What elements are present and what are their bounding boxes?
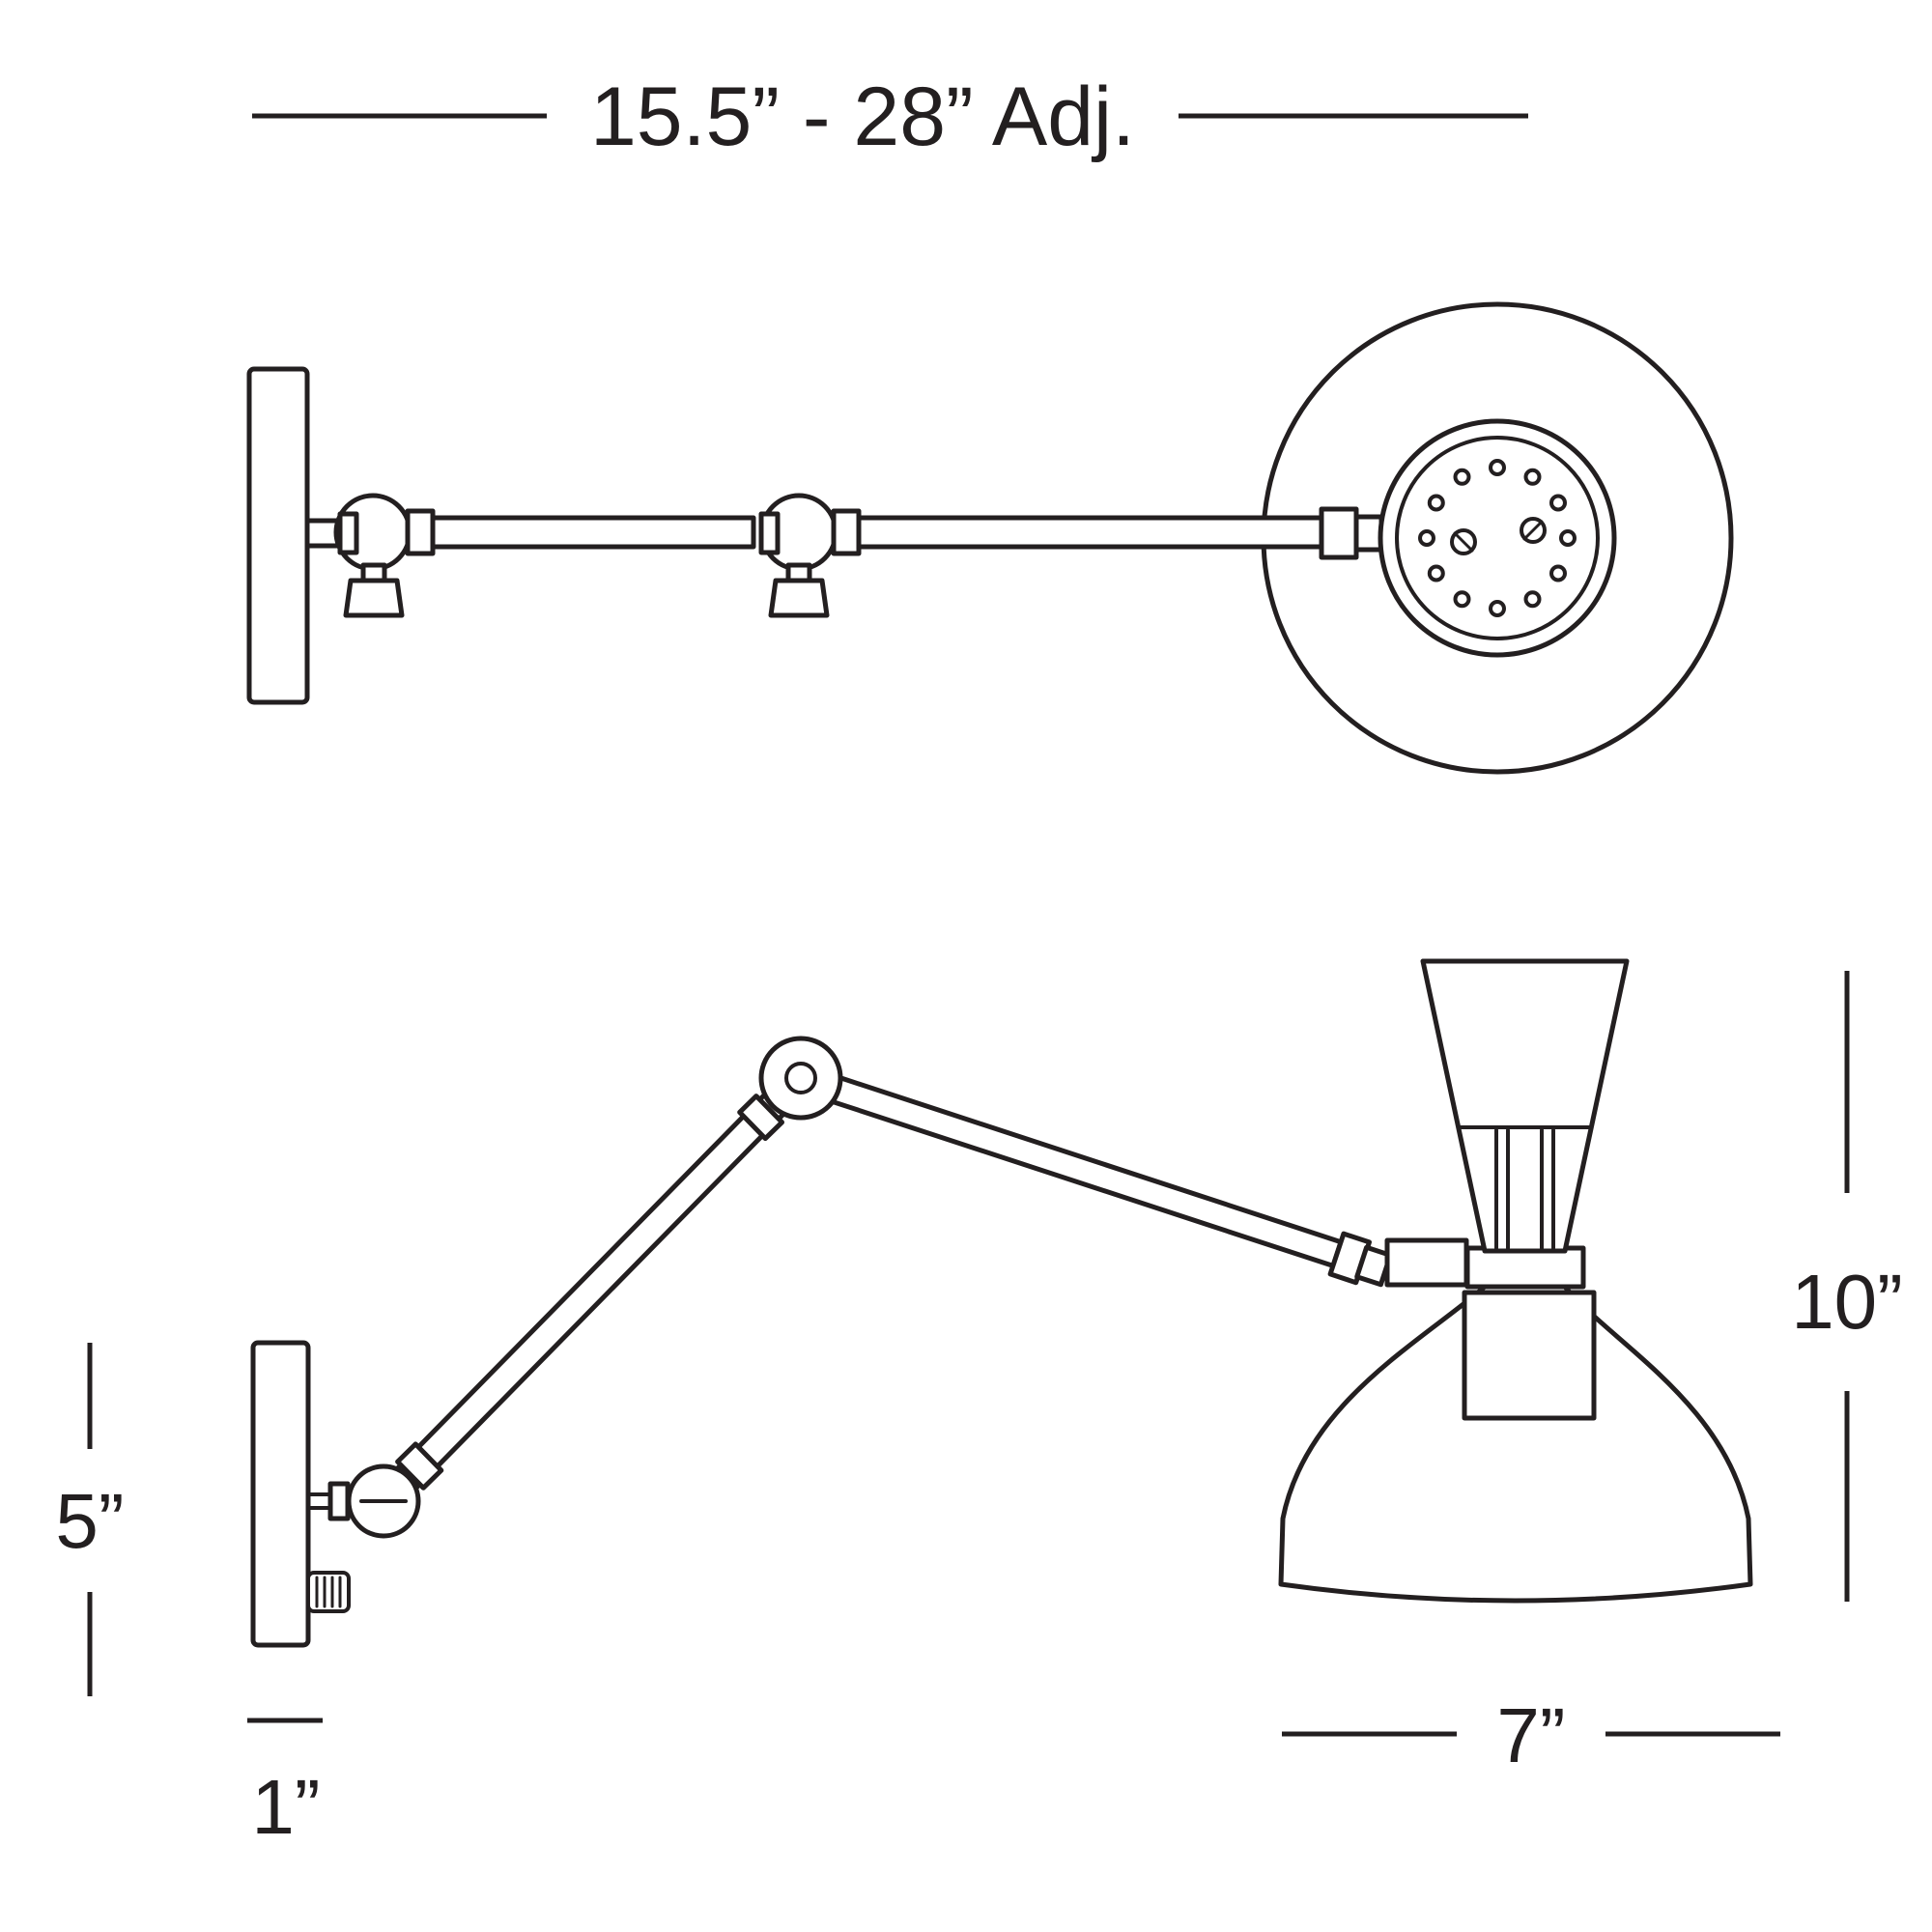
perforation-dot [1418, 529, 1435, 547]
side-view [250, 958, 1753, 1648]
plate-height-label: 5” [55, 1478, 124, 1564]
perforation-dot [1523, 590, 1542, 609]
shade-hub-inner-ring [1395, 436, 1600, 640]
joint-1-pin-cap [337, 511, 359, 555]
arm-tube-2 [856, 515, 1324, 550]
perforation-dot [1453, 468, 1471, 486]
lower-arm-collar [395, 1441, 444, 1491]
screw-slot [1453, 531, 1474, 553]
shade-cone [1420, 958, 1630, 1254]
joint-2-bracket-base [768, 578, 830, 618]
swing-arm-upper-tube [829, 1075, 1344, 1268]
joint-2-pin-cap [758, 511, 781, 555]
switch-knob [306, 1571, 351, 1613]
perforation-ring [1418, 459, 1577, 617]
arm-collar-1 [405, 508, 436, 556]
dim-shade-width: 7” [1282, 1692, 1780, 1778]
swing-arm-lower-tube [392, 1090, 789, 1493]
shade-connector-neck [1353, 514, 1384, 553]
arm-collar-2 [831, 508, 862, 556]
perforation-dot [1427, 494, 1445, 512]
wall-plate-side [250, 1340, 311, 1648]
dim-plate-height: 5” [55, 1343, 125, 1696]
shade-collar [1464, 1245, 1586, 1290]
shade-height-label: 10” [1791, 1259, 1903, 1345]
perforation-dot [1523, 468, 1542, 486]
upper-arm-collar [737, 1094, 784, 1142]
plate-depth-label: 1” [251, 1764, 320, 1850]
perforation-dot [1453, 590, 1471, 609]
perforation-dot [1559, 529, 1577, 547]
perforation-dot [1427, 564, 1445, 582]
shade-connector-cap [1319, 506, 1359, 560]
joint-1-bracket-base [343, 578, 405, 618]
shade-bell [1278, 1284, 1753, 1604]
perforation-dot [1549, 564, 1567, 582]
adjustable-width-label: 15.5” - 28” Adj. [590, 71, 1135, 163]
dim-shade-height: 10” [1791, 971, 1903, 1602]
perforation-dot [1489, 459, 1506, 476]
shade-mount-block [1384, 1237, 1469, 1288]
perforation-dot [1549, 494, 1567, 512]
elbow-joint-hub [784, 1062, 817, 1094]
socket-housing [1462, 1290, 1597, 1421]
hub-screws [1450, 517, 1547, 555]
bolt-head [327, 1481, 351, 1521]
top-dimension: 15.5” - 28” Adj. [252, 71, 1528, 163]
top-view [246, 301, 1734, 775]
arm-tube-1 [430, 515, 756, 550]
dim-plate-depth: 1” [247, 1718, 323, 1850]
wall-plate-top [246, 366, 310, 705]
perforation-dot [1489, 600, 1506, 617]
shade-width-label: 7” [1496, 1692, 1565, 1778]
screw-slot [1522, 520, 1544, 541]
